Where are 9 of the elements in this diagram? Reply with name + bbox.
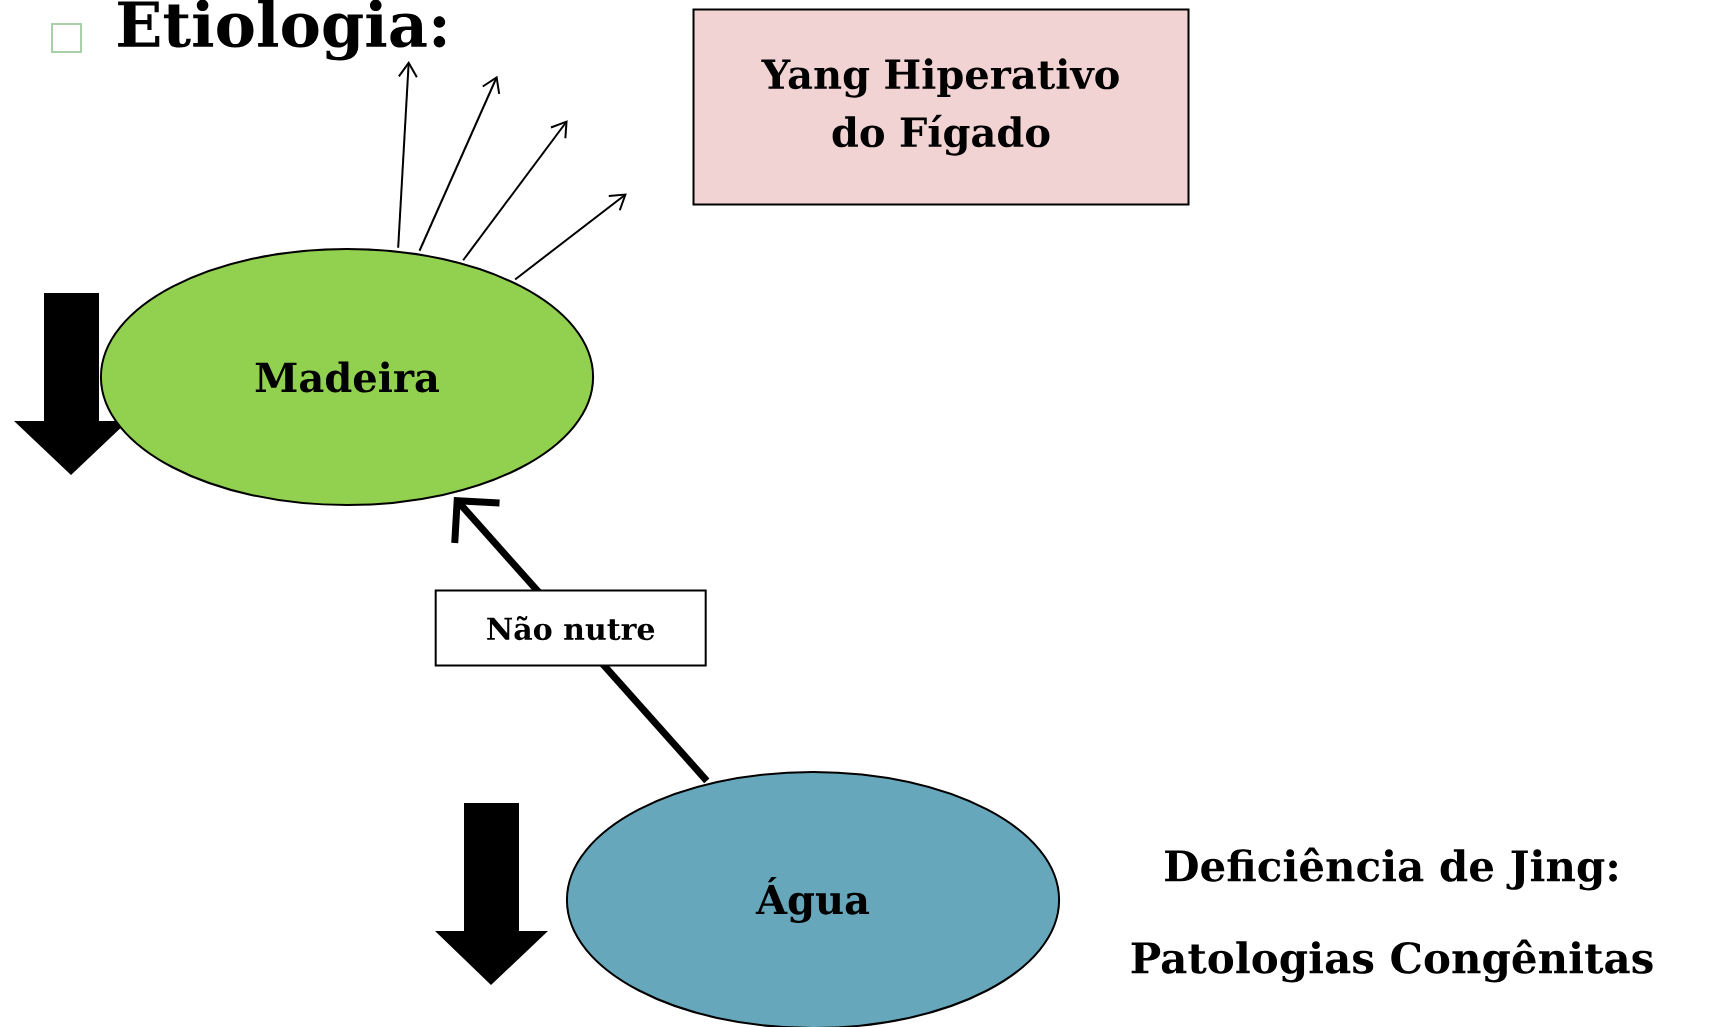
arrow: [462, 120, 568, 262]
text-box: Yang Hiperativo do Fígado: [692, 8, 1190, 206]
edge-label: Não nutre: [434, 589, 707, 667]
arrow: [397, 61, 418, 249]
arrow: [418, 75, 501, 252]
label: Deficiência de Jing:: [1165, 847, 1617, 891]
title: Etiologia:: [118, 0, 446, 61]
arrow: [514, 193, 627, 281]
label: Patologias Congênitas: [1131, 939, 1653, 983]
